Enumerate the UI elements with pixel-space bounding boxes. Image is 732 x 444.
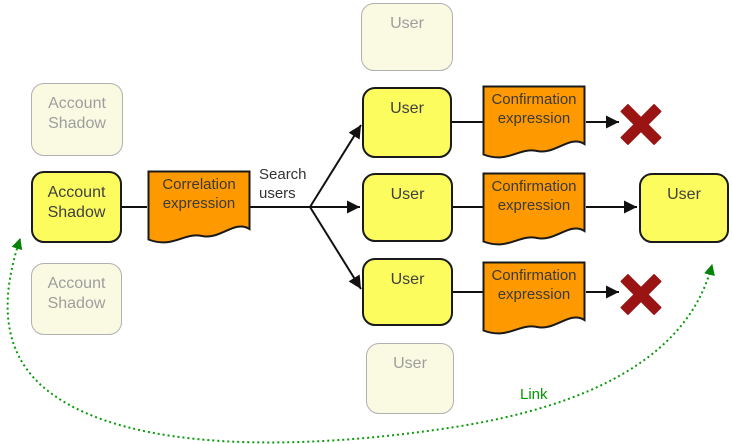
document-shape: [482, 172, 586, 246]
document-shape: [482, 85, 586, 159]
node-label: Account Shadow: [48, 95, 106, 132]
document-shape: [482, 261, 586, 335]
node-account-shadow: Account Shadow: [31, 171, 122, 243]
link-label: Link: [520, 386, 548, 403]
node-account-shadow-ghost-top: Account Shadow: [31, 83, 123, 156]
arrow-fan-to-user3: [309, 206, 362, 290]
document-label: Confirmation expression: [491, 178, 577, 214]
node-label: User: [667, 186, 701, 203]
document-label: Correlation expression: [162, 176, 236, 212]
node-account-shadow-ghost-bottom: Account Shadow: [31, 263, 122, 335]
node-label: Account Shadow: [47, 184, 106, 221]
node-user-result: User: [639, 173, 729, 243]
search-users-label: Search users: [259, 166, 307, 202]
document-label: Confirmation expression: [491, 91, 577, 127]
node-user-ghost-bottom: User: [366, 343, 454, 414]
node-label: User: [393, 355, 427, 372]
node-user-candidate-2: User: [362, 173, 453, 242]
arrow-fan-to-user1: [309, 124, 362, 208]
node-label: User: [390, 186, 425, 203]
node-label: Account Shadow: [47, 275, 106, 312]
node-label: User: [390, 100, 424, 117]
node-confirmation-expression-3: Confirmation expression: [482, 261, 586, 343]
node-confirmation-expression-1: Confirmation expression: [482, 85, 586, 167]
node-label: User: [390, 15, 424, 32]
node-user-candidate-3: User: [362, 258, 453, 326]
node-user-ghost-top: User: [361, 3, 453, 71]
document-shape: [147, 170, 251, 244]
reject-x-icon: [620, 103, 662, 145]
node-label: User: [390, 271, 425, 288]
node-user-candidate-1: User: [362, 87, 452, 158]
node-confirmation-expression-2: Confirmation expression: [482, 172, 586, 254]
reject-x-icon: [620, 273, 662, 315]
link-dotted-curve: [6, 237, 715, 444]
node-correlation-expression: Correlation expression: [147, 170, 251, 252]
document-label: Confirmation expression: [491, 267, 577, 303]
